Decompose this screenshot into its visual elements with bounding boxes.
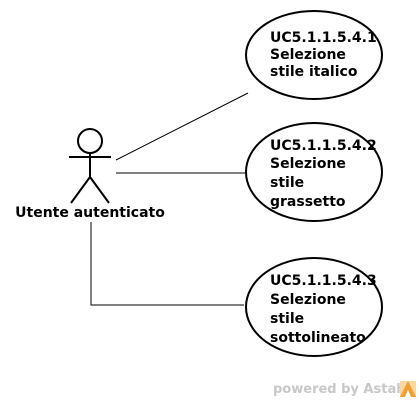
use-case-label: UC5.1.1.5.4.1 Selezione stile italico — [270, 30, 382, 80]
use-case-id: UC5.1.1.5.4.3 — [270, 273, 377, 289]
actor-name: Utente autenticato — [15, 205, 165, 221]
actor-left-leg — [70, 176, 91, 204]
use-case-name-line: stile italico — [270, 64, 358, 80]
use-case-3[interactable]: UC5.1.1.5.4.3 Selezione stile sottolinea… — [245, 257, 383, 357]
watermark: powered by Astah — [273, 381, 416, 397]
association-line-3[interactable] — [90, 222, 244, 306]
actor-right-leg — [89, 176, 110, 204]
use-case-name-line: Selezione — [270, 156, 346, 172]
actor-head — [77, 128, 103, 154]
use-case-id: UC5.1.1.5.4.1 — [270, 30, 377, 46]
use-case-1[interactable]: UC5.1.1.5.4.1 Selezione stile italico — [245, 10, 383, 100]
use-case-name-line: stile — [270, 311, 304, 327]
astah-logo-icon — [400, 381, 416, 397]
use-case-name-line: grassetto — [270, 194, 346, 210]
use-case-label: UC5.1.1.5.4.2 Selezione stile grassetto — [270, 138, 382, 210]
use-case-name-line: Selezione — [270, 292, 346, 308]
use-case-id: UC5.1.1.5.4.2 — [270, 138, 377, 154]
use-case-name-line: sottolineato — [270, 330, 366, 346]
watermark-text: powered by Astah — [273, 382, 405, 397]
use-case-ellipse — [245, 122, 383, 222]
actor[interactable]: Utente autenticato — [15, 128, 165, 221]
use-case-2[interactable]: UC5.1.1.5.4.2 Selezione stile grassetto — [245, 122, 383, 222]
use-case-name-line: stile — [270, 175, 304, 191]
association-line-1[interactable] — [115, 92, 249, 161]
use-case-name-line: Selezione — [270, 47, 346, 63]
use-case-ellipse — [245, 257, 383, 357]
use-case-label: UC5.1.1.5.4.3 Selezione stile sottolinea… — [270, 273, 382, 346]
use-case-ellipse — [245, 10, 383, 100]
